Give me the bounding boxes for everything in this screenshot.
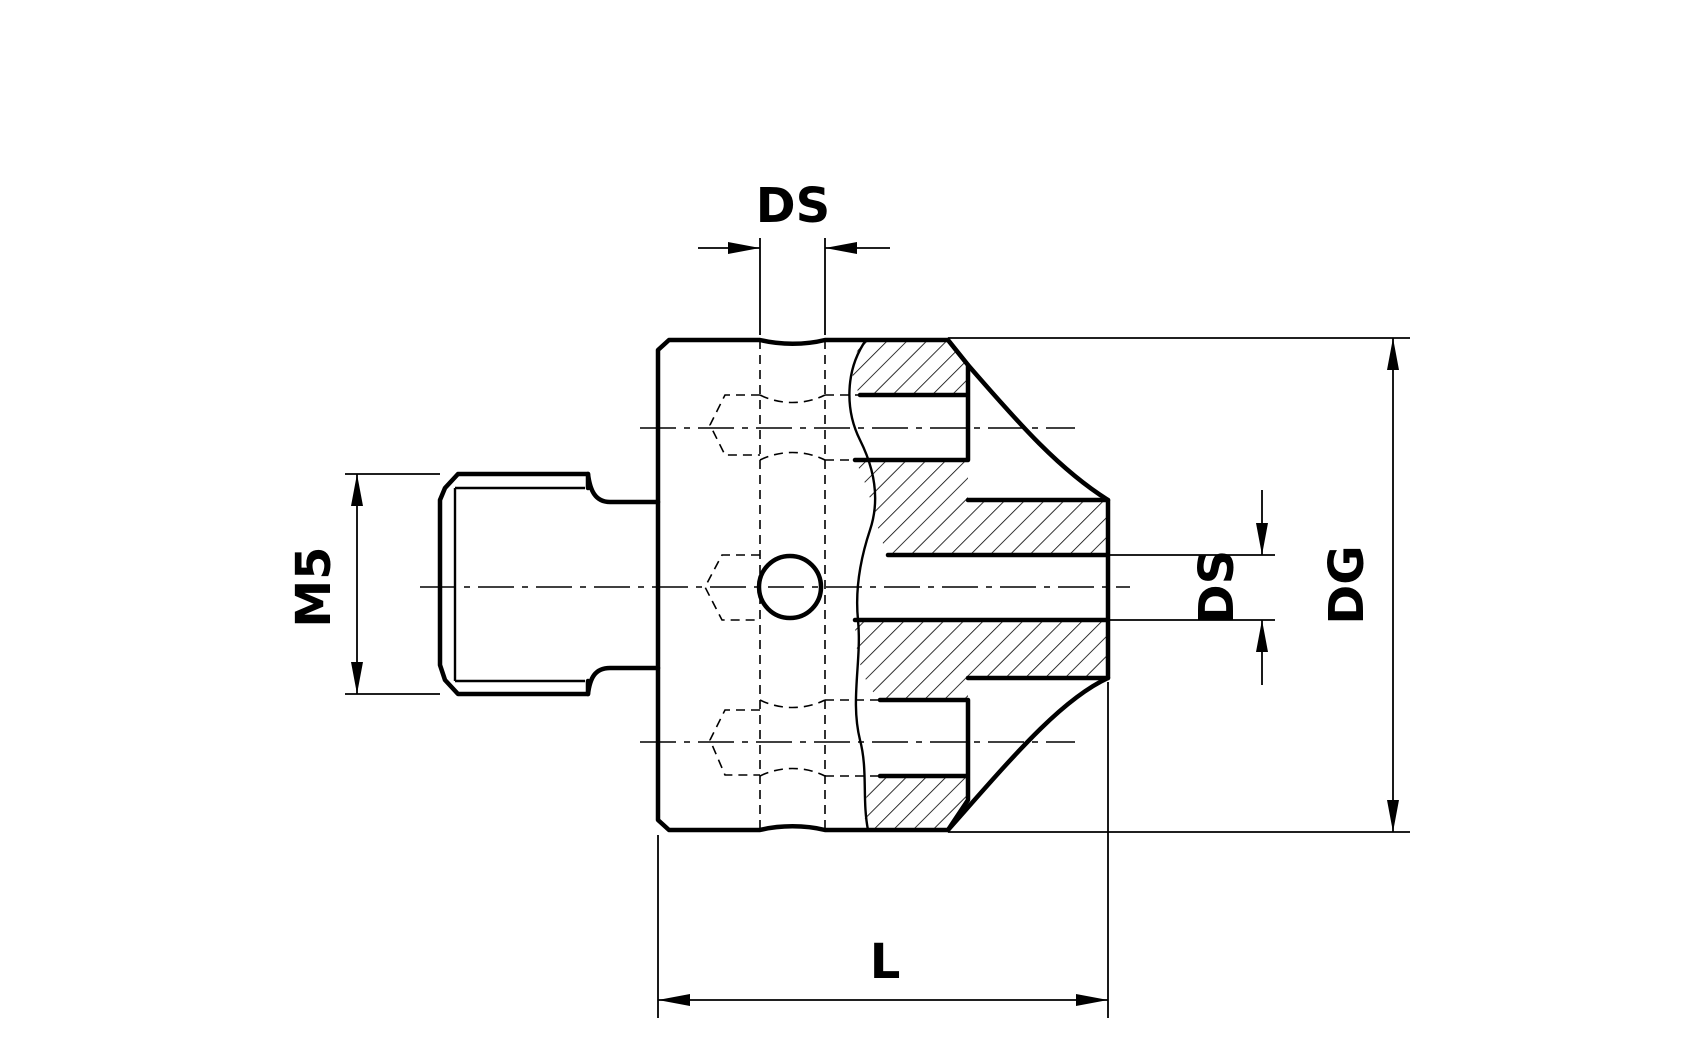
center-lines <box>420 427 1130 743</box>
part-outline <box>437 337 1111 833</box>
dim-dg: DG <box>948 337 1410 833</box>
main-body <box>655 337 1111 833</box>
dim-m5: M5 <box>286 473 440 695</box>
section-hatching <box>852 340 1108 830</box>
pocket-bottom <box>877 697 971 833</box>
hidden-lines <box>704 340 880 830</box>
dim-l: L <box>657 682 1109 1018</box>
label-dg: DG <box>1319 545 1375 624</box>
hatch-upper-body <box>855 460 1108 555</box>
break-line <box>848 339 877 831</box>
pocket-top <box>852 337 971 463</box>
dim-ds-top: DS <box>698 178 890 335</box>
hatch-top-outer <box>852 340 968 395</box>
label-ds-top: DS <box>756 178 830 234</box>
label-m5: M5 <box>286 546 342 627</box>
hatch-bottom-outer <box>864 776 968 830</box>
thread-shank <box>437 471 661 697</box>
label-ds-right: DS <box>1189 550 1245 624</box>
hatch-lower-body <box>855 620 1108 700</box>
dim-ds-right: DS <box>1108 490 1275 685</box>
label-l: L <box>870 934 901 990</box>
